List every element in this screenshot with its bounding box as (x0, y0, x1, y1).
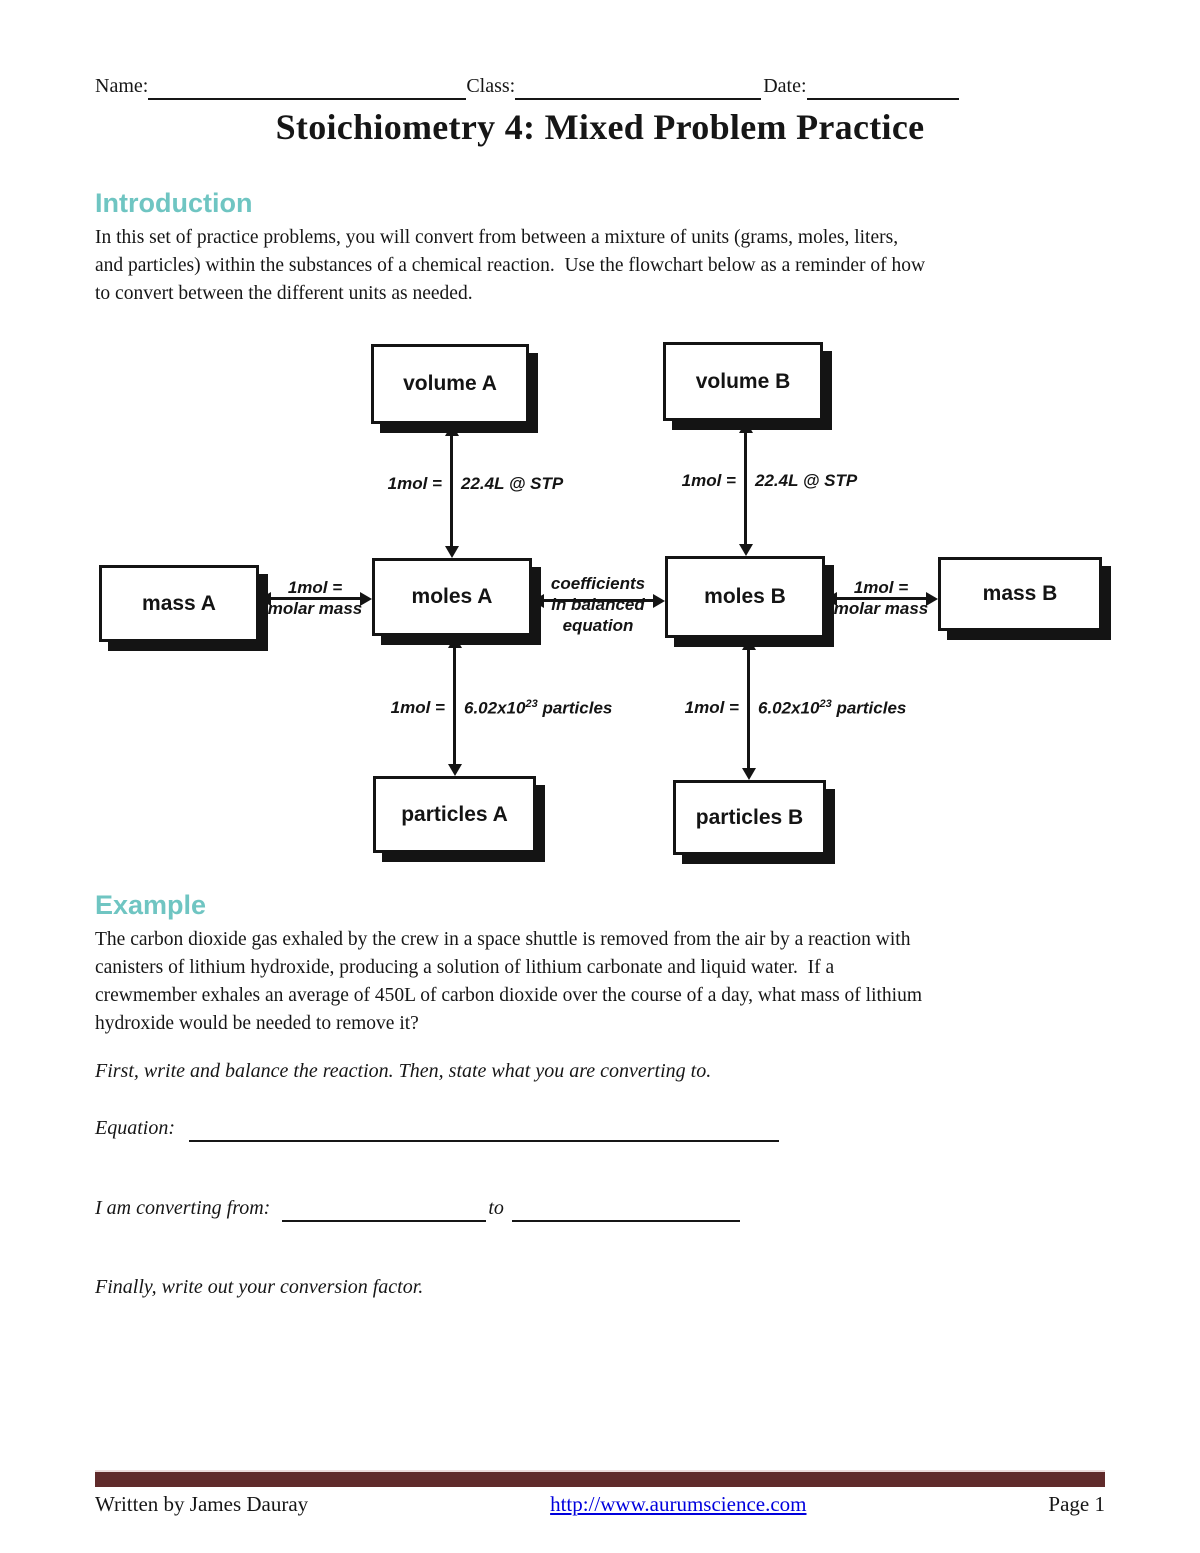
flowchart-box-label: particles A (401, 802, 508, 826)
flowchart-box-moles-b: moles B (665, 556, 825, 638)
converting-to-blank-line[interactable] (511, 1196, 740, 1222)
volume-a-conversion-label-left: 1mol = (387, 474, 442, 493)
arrow-mass-a-moles-a (270, 597, 361, 600)
name-blank-line[interactable] (148, 74, 467, 100)
introduction-paragraph: In this set of practice problems, you wi… (95, 227, 926, 304)
flowchart-box-mass-a: mass A (99, 565, 259, 642)
conversion-flowchart: volume A volume B mass A moles A moles B… (95, 335, 1105, 880)
footer-author: Written by James Dauray (95, 1492, 309, 1516)
instruction-write-balance: First, write and balance the reaction. T… (95, 1060, 712, 1082)
page-title: Stoichiometry 4: Mixed Problem Practice (275, 107, 925, 147)
flowchart-box-label: volume B (695, 369, 791, 393)
arrow-moles-b-particles-b (747, 649, 750, 769)
footer-page-number: Page 1 (1048, 1492, 1105, 1516)
class-label: Class: (466, 75, 516, 97)
flowchart-box-label: moles A (411, 585, 493, 608)
mass-b-conversion-label: 1mol = molar mass (833, 578, 929, 618)
particles-a-conversion-label-right: 6.02x1023 particles (464, 698, 613, 718)
equation-blank-line[interactable] (189, 1116, 779, 1142)
flowchart-box-label: particles B (695, 805, 804, 829)
flowchart-box-mass-b: mass B (938, 557, 1102, 631)
name-class-date-row: Name: Class: Date: (95, 74, 1105, 100)
footer: Written by James Dauray http://www.aurum… (95, 1492, 1105, 1517)
flowchart-box-label: mass B (982, 582, 1058, 605)
flowchart-box-label: moles B (704, 585, 786, 608)
date-label: Date: (763, 75, 807, 97)
flowchart-box-volume-b: volume B (663, 342, 823, 421)
converting-from-blank-line[interactable] (282, 1196, 487, 1222)
flowchart-box-moles-a: moles A (372, 558, 532, 636)
footer-url-link[interactable]: http://www.aurumscience.com (550, 1492, 807, 1516)
class-blank-line[interactable] (515, 74, 762, 100)
volume-b-conversion-label-left: 1mol = (681, 471, 736, 490)
flowchart-box-volume-a: volume A (371, 344, 529, 424)
arrow-volume-b-moles-b (744, 432, 747, 545)
coefficients-label: coefficients in balanced equation (550, 574, 646, 635)
name-label: Name: (95, 75, 149, 97)
instruction-conversion-factor: Finally, write out your conversion facto… (95, 1276, 424, 1298)
particles-b-conversion-label-left: 1mol = (684, 698, 739, 717)
arrow-moles-b-mass-b (836, 597, 927, 600)
example-paragraph: The carbon dioxide gas exhaled by the cr… (95, 929, 922, 1034)
converting-from-label: I am converting from: (95, 1197, 271, 1219)
flowchart-box-label: volume A (403, 372, 497, 395)
particles-b-conversion-label-right: 6.02x1023 particles (758, 698, 907, 718)
volume-a-conversion-label-right: 22.4L @ STP (461, 474, 564, 493)
equation-row: Equation: (95, 1116, 779, 1142)
example-heading: Example (95, 890, 207, 920)
flowchart-box-particles-b: particles B (673, 780, 826, 855)
equation-label: Equation: (95, 1117, 175, 1139)
flowchart-box-particles-a: particles A (373, 776, 536, 853)
converting-row: I am converting from: to (95, 1196, 740, 1222)
particles-a-conversion-label-left: 1mol = (390, 698, 445, 717)
mass-a-conversion-label: 1mol = molar mass (267, 578, 363, 618)
flowchart-box-label: mass A (142, 591, 216, 615)
date-blank-line[interactable] (806, 74, 959, 100)
arrow-moles-a-moles-b (543, 599, 654, 602)
introduction-heading: Introduction (95, 188, 253, 218)
footer-divider-bar (95, 1470, 1105, 1487)
arrow-moles-a-particles-a (453, 647, 456, 765)
to-label: to (488, 1197, 504, 1219)
volume-b-conversion-label-right: 22.4L @ STP (755, 471, 858, 490)
arrow-volume-a-moles-a (450, 435, 453, 547)
